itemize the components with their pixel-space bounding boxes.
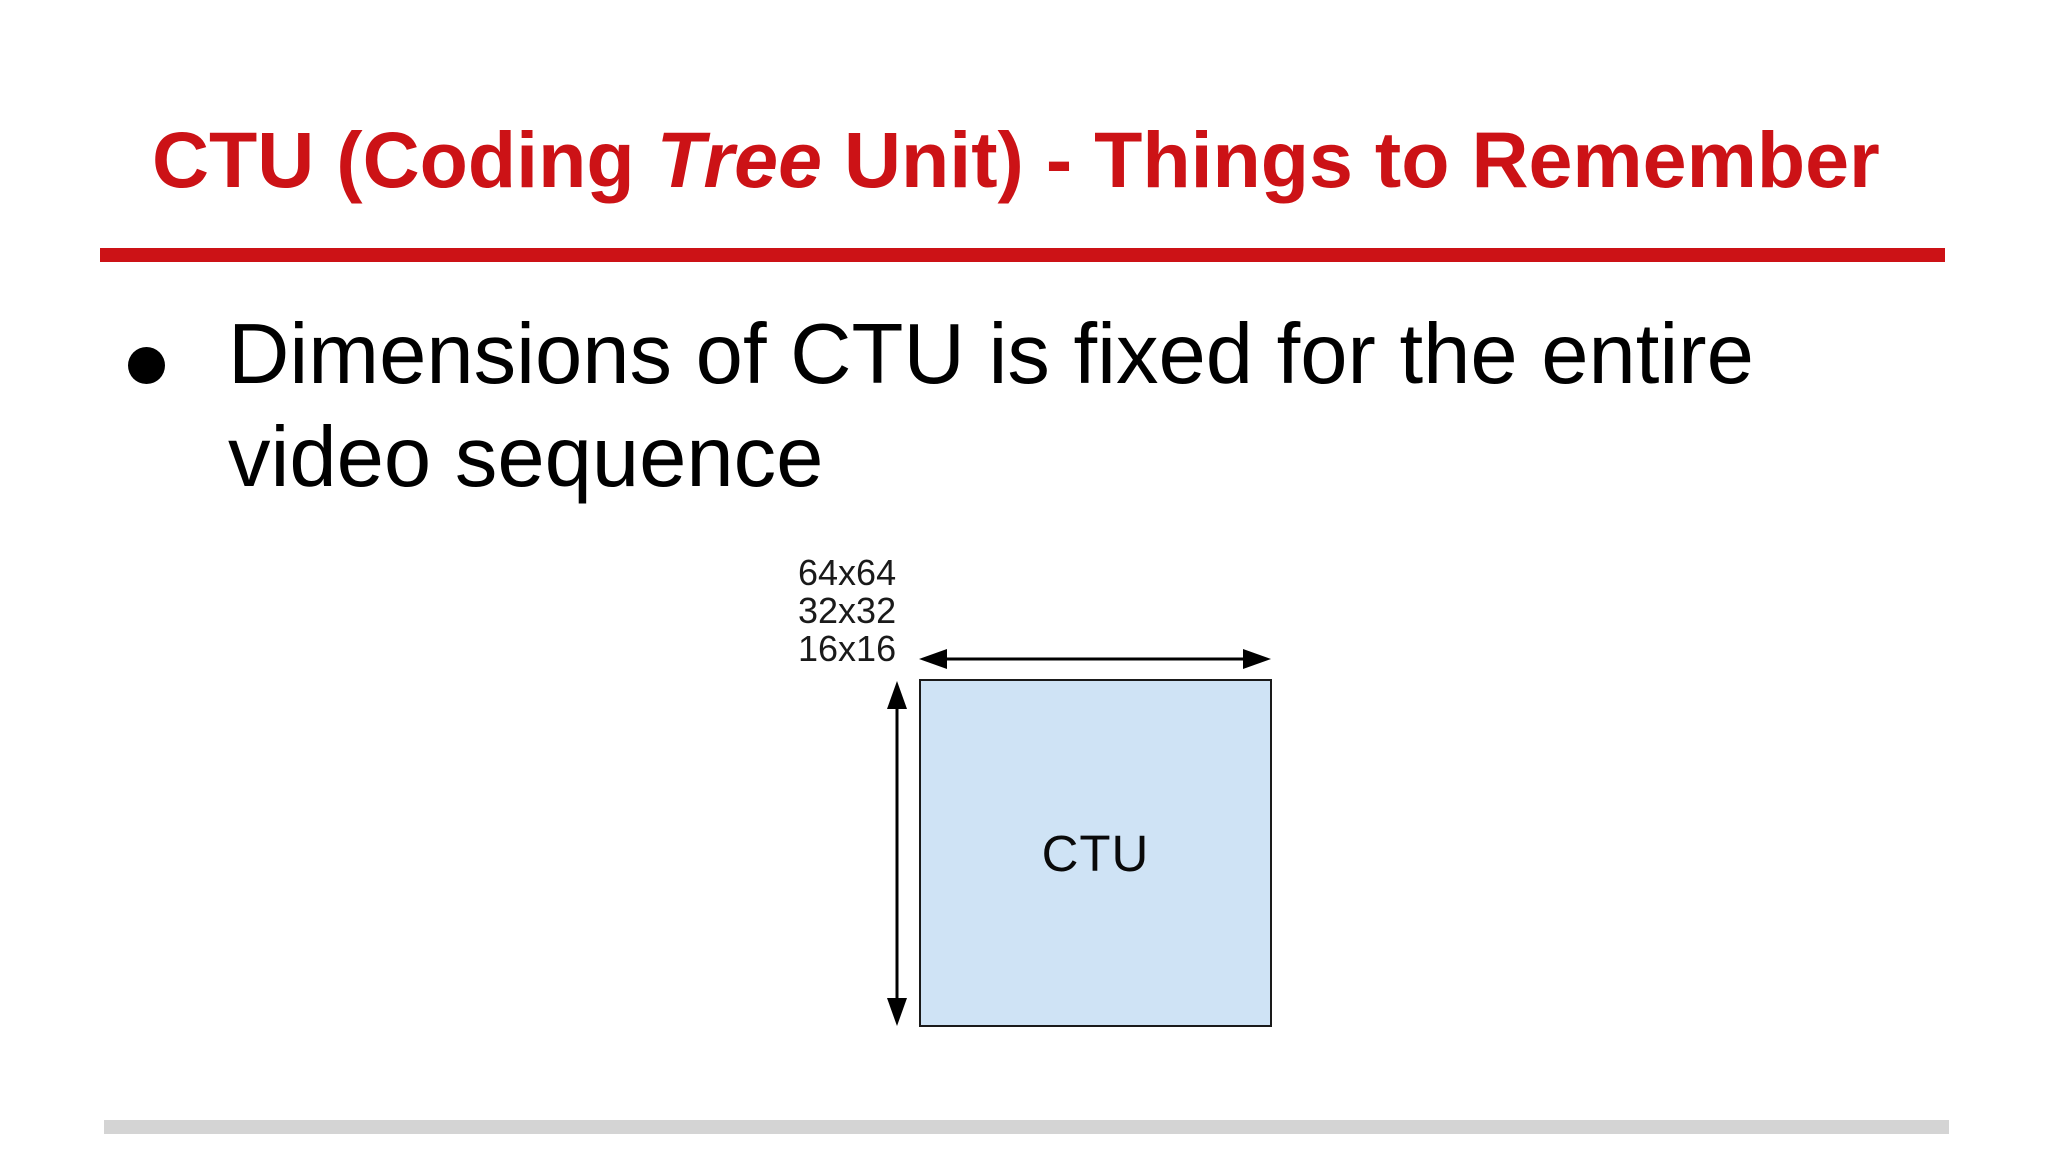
height-arrow-icon (887, 681, 907, 1026)
bottom-divider (104, 1120, 1949, 1134)
bullet-text: Dimensions of CTU is fixed for the entir… (228, 307, 1754, 505)
ctu-size-options: 64x64 32x32 16x16 (798, 554, 896, 668)
size-option-64: 64x64 (798, 552, 897, 593)
slide-title-italic-word: Tree (656, 115, 823, 204)
ctu-box-label: CTU (1041, 824, 1150, 882)
width-arrow-icon (919, 649, 1271, 669)
slide-title: CTU (Coding Tree Unit) - Things to Remem… (152, 120, 1880, 199)
title-red-underline (100, 248, 1945, 262)
slide-title-post: Unit) - Things to Remember (822, 115, 1880, 204)
size-option-16: 16x16 (798, 628, 897, 669)
ctu-box: CTU (919, 679, 1272, 1027)
bullet-dot (128, 347, 165, 384)
size-option-32: 32x32 (798, 590, 897, 631)
slide-title-pre: CTU (Coding (152, 115, 657, 204)
